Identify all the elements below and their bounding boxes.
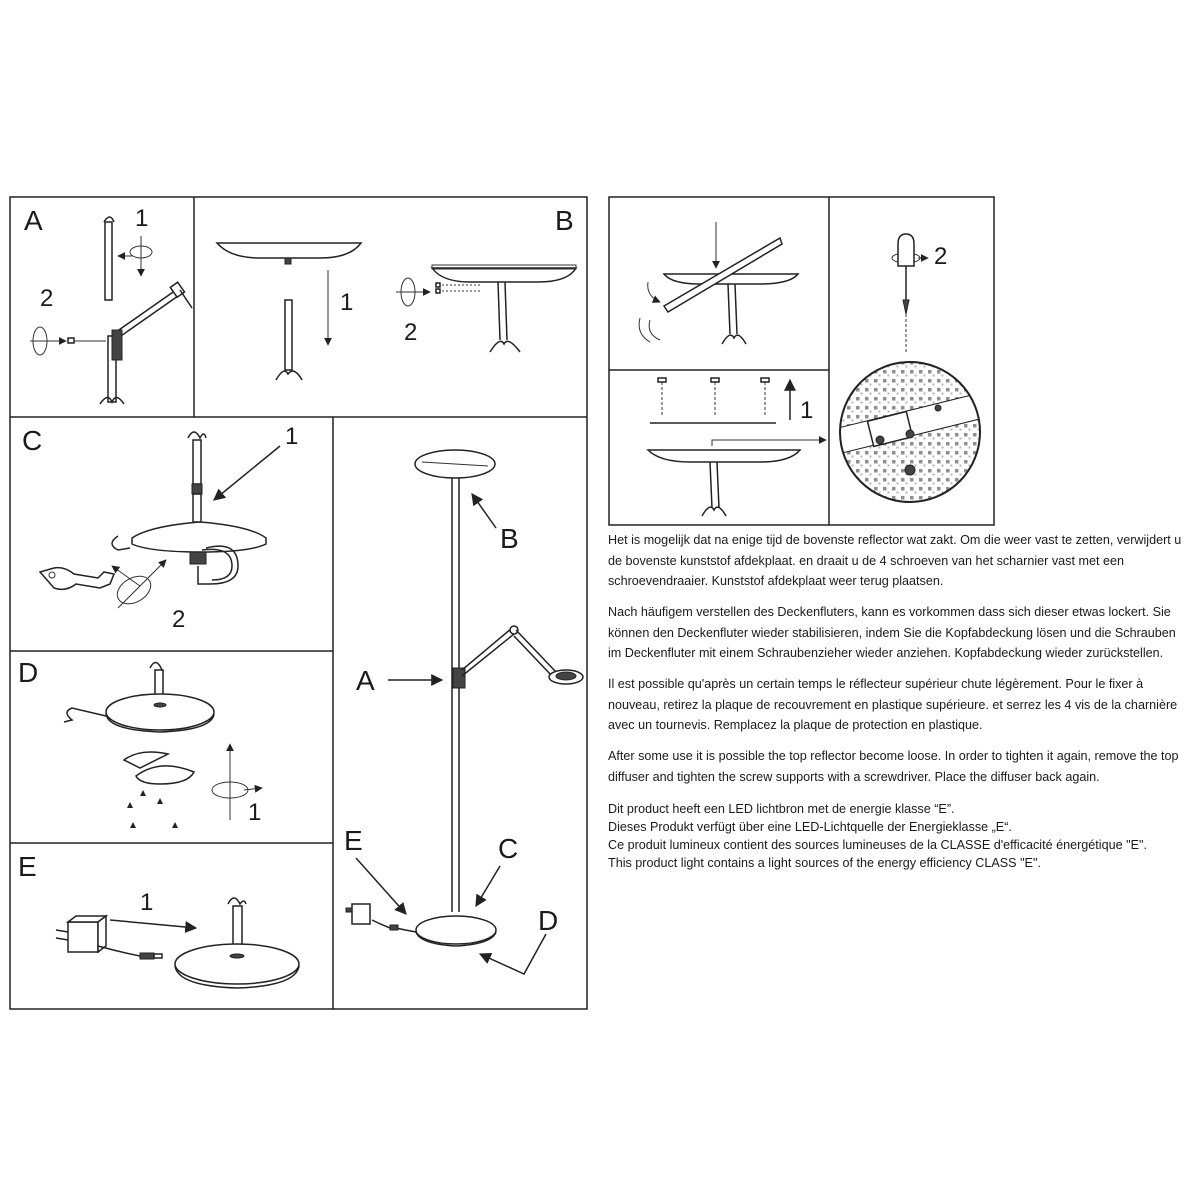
panel-a: A 1 2 (24, 205, 192, 404)
energy-class-notes: Dit product heeft een LED lichtbron met … (608, 800, 1183, 872)
overview-label-c: C (498, 833, 518, 864)
instructions-fr: Il est possible qu'après un certain temp… (608, 677, 1178, 732)
panel-d-step-1: 1 (248, 799, 261, 826)
instructions-text: Het is mogelijk dat na enige tijd de bov… (608, 530, 1183, 872)
panel-e-letter: E (18, 851, 37, 882)
panel-a-step-2: 2 (40, 285, 53, 312)
panel-b-step-2: 2 (404, 319, 417, 346)
energy-de: Dieses Produkt verfügt über eine LED-Lic… (608, 820, 1012, 834)
detail-reflector-tilt (639, 222, 798, 344)
panel-c-step-2: 2 (172, 606, 185, 633)
overview-lamp: B A E C D (344, 450, 583, 974)
energy-fr: Ce produit lumineux contient des sources… (608, 838, 1147, 852)
panel-d-letter: D (18, 657, 38, 688)
panel-a-step-1: 1 (135, 205, 148, 232)
panel-d: D 1 (18, 657, 263, 828)
detail-step-1: 1 (800, 397, 813, 424)
detail-step-2: 2 (934, 243, 947, 270)
detail-screws-removal: 1 (648, 378, 827, 516)
overview-label-b: B (500, 523, 519, 554)
panel-a-letter: A (24, 205, 43, 236)
panel-c: C 1 2 (22, 423, 298, 633)
detail-screwdriver-closeup: 2 (830, 234, 1000, 505)
instructions-nl: Het is mogelijk dat na enige tijd de bov… (608, 533, 1182, 588)
panel-c-step-1: 1 (285, 423, 298, 450)
overview-label-a: A (356, 665, 375, 696)
overview-label-d: D (538, 905, 558, 936)
panel-b-letter: B (555, 205, 574, 236)
panel-e: E 1 (18, 851, 299, 988)
panel-e-step-1: 1 (140, 889, 153, 916)
energy-en: This product light contains a light sour… (608, 856, 1041, 870)
left-panel-grid (10, 197, 587, 1009)
instructions-de: Nach häufigem verstellen des Deckenflute… (608, 605, 1176, 660)
energy-nl: Dit product heeft een LED lichtbron met … (608, 802, 955, 816)
detail-panel-grid (609, 197, 994, 525)
instructions-en: After some use it is possible the top re… (608, 749, 1179, 784)
panel-c-letter: C (22, 425, 42, 456)
overview-label-e: E (344, 825, 363, 856)
panel-b-step-1: 1 (340, 289, 353, 316)
panel-b: B 1 2 (217, 205, 576, 380)
